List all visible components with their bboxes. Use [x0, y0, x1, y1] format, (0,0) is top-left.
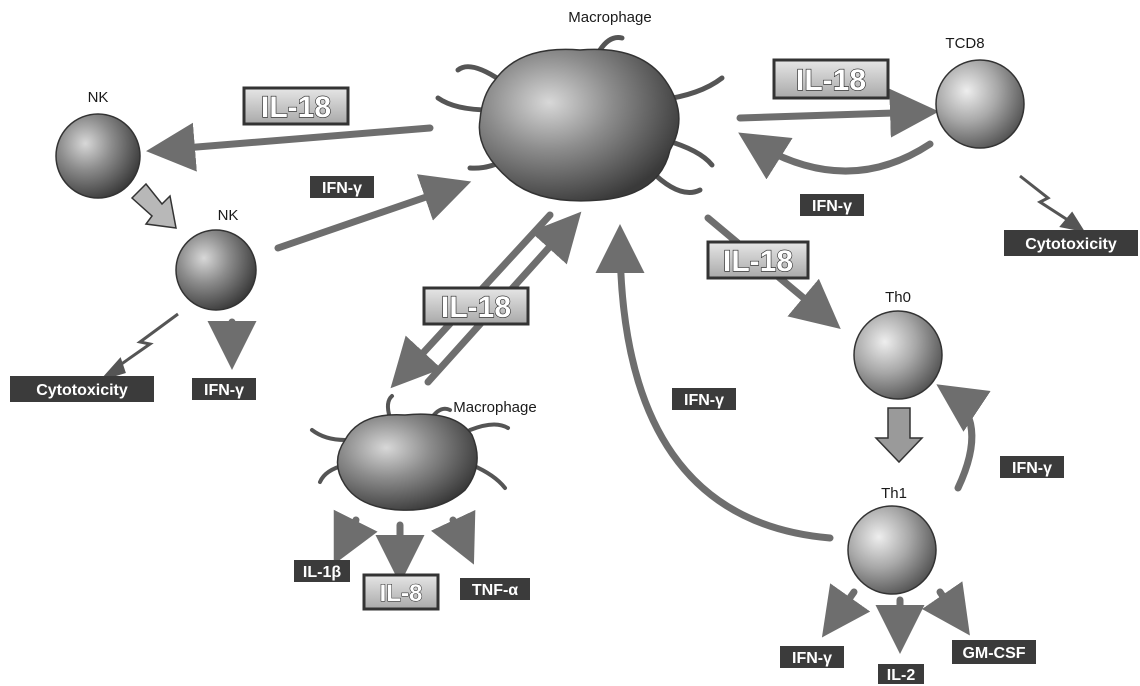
svg-text:IL-18: IL-18 [441, 291, 511, 324]
svg-text:Cytotoxicity: Cytotoxicity [1025, 236, 1117, 253]
arrow-mac-to-tnfa [453, 520, 468, 552]
il18-box-to-th0: IL-18 [708, 242, 808, 278]
svg-text:IL-8: IL-8 [380, 580, 423, 607]
block-arrow-nk-to-nk [132, 184, 176, 228]
arrow-mac-to-il1b [340, 520, 356, 552]
il2-box: IL-2 [878, 664, 924, 684]
th0-label: Th0 [885, 289, 911, 306]
ifn-box-th1-to-th0: IFN-γ [1000, 456, 1064, 478]
svg-text:TNF-α: TNF-α [472, 582, 518, 599]
nk-mid-cell: NK [176, 207, 256, 310]
ifn-box-th1-to-mac: IFN-γ [672, 388, 736, 410]
il18-box-to-nk: IL-18 [244, 88, 348, 124]
svg-text:IFN-γ: IFN-γ [204, 382, 244, 399]
nk-top-cell: NK [56, 89, 140, 198]
arrow-th1-to-gmcsf [940, 592, 962, 624]
il8-box: IL-8 [364, 575, 438, 609]
lightning-tcd8-cytotoxicity [1020, 176, 1074, 224]
gmcsf-box: GM-CSF [952, 640, 1036, 664]
cytotoxicity-box-nk: Cytotoxicity [10, 376, 154, 402]
arrow-th1-to-ifn [830, 592, 854, 626]
arrow-tcd8-to-mac [750, 140, 930, 171]
nk-mid-label: NK [218, 207, 239, 224]
ifn-box-nk-to-mac: IFN-γ [310, 176, 374, 198]
svg-text:IL-2: IL-2 [887, 667, 916, 684]
il18-box-center: IL-18 [424, 288, 528, 324]
arrow-mac-to-nk [160, 128, 430, 150]
cytotoxicity-box-tcd8: Cytotoxicity [1004, 230, 1138, 256]
ifn-box-tcd8-to-mac: IFN-γ [800, 194, 864, 216]
tcd8-label: TCD8 [945, 35, 984, 52]
macrophage-top-label: Macrophage [568, 9, 651, 26]
macrophage-bottom-label: Macrophage [453, 399, 536, 416]
block-arrow-th0-to-th1 [876, 408, 922, 462]
svg-text:Cytotoxicity: Cytotoxicity [36, 382, 128, 399]
svg-text:IFN-γ: IFN-γ [792, 650, 832, 667]
svg-text:IFN-γ: IFN-γ [1012, 460, 1052, 477]
th1-cell: Th1 [848, 485, 936, 594]
th0-cell: Th0 [854, 289, 942, 399]
il18-box-to-tcd8: IL-18 [774, 60, 888, 98]
ifn-box-nk-output: IFN-γ [192, 378, 256, 400]
svg-text:IL-18: IL-18 [723, 245, 793, 278]
macrophage-top: Macrophage [438, 9, 722, 201]
arrow-th1-to-th0 [948, 392, 972, 488]
svg-text:GM-CSF: GM-CSF [962, 645, 1025, 662]
nk-top-label: NK [88, 89, 109, 106]
il1b-box: IL-1β [294, 560, 350, 582]
svg-text:IL-1β: IL-1β [303, 564, 341, 581]
tnfa-box: TNF-α [460, 578, 530, 600]
svg-text:IFN-γ: IFN-γ [684, 392, 724, 409]
svg-text:IFN-γ: IFN-γ [812, 198, 852, 215]
svg-text:IFN-γ: IFN-γ [322, 180, 362, 197]
svg-text:IL-18: IL-18 [261, 91, 331, 124]
macrophage-bottom: Macrophage [312, 396, 537, 510]
svg-text:IL-18: IL-18 [796, 64, 866, 97]
arrow-mac-to-tcd8 [740, 112, 925, 118]
ifn-box-th1-output: IFN-γ [780, 646, 844, 668]
th1-label: Th1 [881, 485, 907, 502]
tcd8-cell: TCD8 [936, 35, 1024, 148]
